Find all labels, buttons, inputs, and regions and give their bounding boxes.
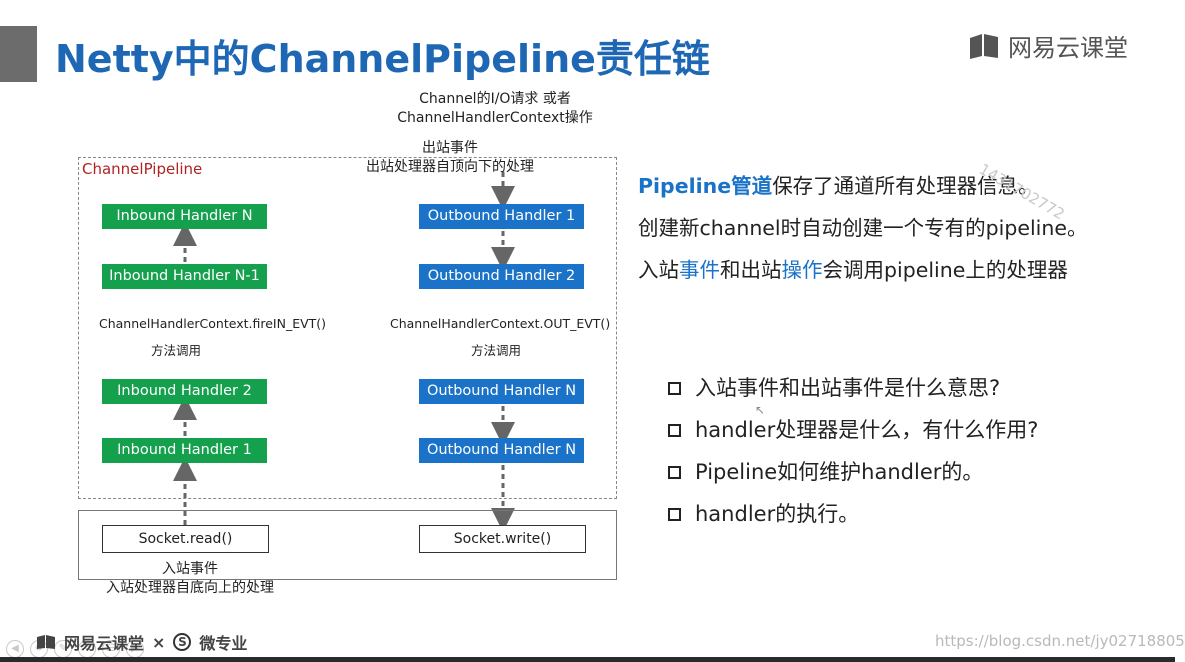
- line3-part-a: 入站: [638, 258, 679, 282]
- top-label-line-2: ChannelHandlerContext操作: [397, 110, 593, 126]
- book-icon: [37, 635, 55, 649]
- brand-logo: 网易云课堂: [968, 28, 1128, 63]
- inbound-handler-2: Inbound Handler 2: [102, 379, 267, 404]
- line3-event-term: 事件: [679, 258, 720, 282]
- description-line-3: 入站事件和出站操作会调用pipeline上的处理器: [638, 249, 1087, 291]
- question-text: Pipeline如何维护handler的。: [695, 460, 984, 484]
- page-title: Netty中的ChannelPipeline责任链: [55, 37, 710, 81]
- line3-operation-term: 操作: [781, 258, 823, 282]
- list-item: 入站事件和出站事件是什么意思?: [668, 367, 1038, 409]
- ctx-inbound-method: ChannelHandlerContext.fireIN_EVT(): [99, 316, 327, 331]
- line3-part-c: 和出站: [720, 258, 782, 282]
- checkbox-bullet-icon: [668, 507, 681, 521]
- description-line-2: 创建新channel时自动创建一个专有的pipeline。: [638, 216, 1088, 240]
- outbound-handler-2: Outbound Handler 2: [419, 264, 584, 289]
- outbound-handler-n-upper: Outbound Handler N: [419, 379, 584, 404]
- outbound-handler-1: Outbound Handler 1: [419, 204, 584, 229]
- channel-pipeline-box: [78, 157, 617, 499]
- brand-name: 网易云课堂: [1008, 34, 1128, 62]
- description-line-1: Pipeline管道保存了通道所有处理器信息。: [638, 165, 1087, 207]
- mouse-cursor-icon: ↖: [755, 403, 766, 417]
- question-text: handler处理器是什么，有什么作用?: [695, 418, 1039, 442]
- book-icon: [970, 33, 998, 59]
- list-item: handler处理器是什么，有什么作用?: [668, 409, 1038, 451]
- socket-box: [78, 510, 617, 580]
- question-text: handler的执行。: [695, 502, 860, 526]
- outbound-caption-line-1: 出站事件: [422, 140, 478, 156]
- s-logo-icon: S: [173, 633, 192, 651]
- bottom-bar: [0, 657, 1175, 662]
- inbound-caption-line-2: 入站处理器自底向上的处理: [106, 580, 274, 596]
- pipeline-term: Pipeline管道: [638, 174, 773, 198]
- description: Pipeline管道保存了通道所有处理器信息。 创建新channel时自动创建一…: [638, 165, 1087, 291]
- socket-write: Socket.write(): [419, 525, 586, 553]
- footer-partner: 微专业: [199, 634, 248, 653]
- line3-part-e: 会调用pipeline上的处理器: [822, 258, 1068, 282]
- source-url: https://blog.csdn.net/jy02718805: [935, 632, 1185, 650]
- inbound-handler-1: Inbound Handler 1: [102, 438, 267, 463]
- question-text: 入站事件和出站事件是什么意思?: [695, 376, 1001, 400]
- ctx-outbound-method: ChannelHandlerContext.OUT_EVT(): [390, 316, 611, 331]
- ctx-inbound-sub: 方法调用: [151, 343, 202, 358]
- outbound-handler-n-lower: Outbound Handler N: [419, 438, 584, 463]
- socket-read: Socket.read(): [102, 525, 269, 553]
- list-item: Pipeline如何维护handler的。: [668, 451, 1038, 493]
- outbound-caption: 出站事件 出站处理器自顶向下的处理: [340, 139, 560, 177]
- description-line-1-rest: 保存了通道所有处理器信息。: [772, 174, 1039, 198]
- outbound-caption-line-2: 出站处理器自顶向下的处理: [366, 159, 534, 175]
- checkbox-bullet-icon: [668, 423, 681, 437]
- question-list: 入站事件和出站事件是什么意思? handler处理器是什么，有什么作用? Pip…: [668, 367, 1038, 535]
- inbound-handler-n: Inbound Handler N: [102, 204, 267, 229]
- footer-brand-name: 网易云课堂: [64, 634, 145, 653]
- prev-icon[interactable]: ◀: [6, 640, 24, 658]
- list-item: handler的执行。: [668, 493, 1038, 535]
- footer-times: ×: [152, 632, 166, 652]
- top-label-line-1: Channel的I/O请求 或者: [419, 91, 571, 107]
- checkbox-bullet-icon: [668, 465, 681, 479]
- inbound-handler-n-1: Inbound Handler N-1: [102, 264, 267, 289]
- pipeline-label: ChannelPipeline: [82, 160, 203, 178]
- inbound-caption: 入站事件 入站处理器自底向上的处理: [80, 560, 300, 598]
- top-label: Channel的I/O请求 或者 ChannelHandlerContext操作: [360, 90, 630, 128]
- title-accent-bar: [0, 26, 37, 82]
- inbound-caption-line-1: 入站事件: [162, 561, 218, 577]
- ctx-outbound-sub: 方法调用: [471, 343, 522, 358]
- checkbox-bullet-icon: [668, 381, 681, 395]
- footer-brand: 网易云课堂 × S 微专业: [36, 630, 247, 654]
